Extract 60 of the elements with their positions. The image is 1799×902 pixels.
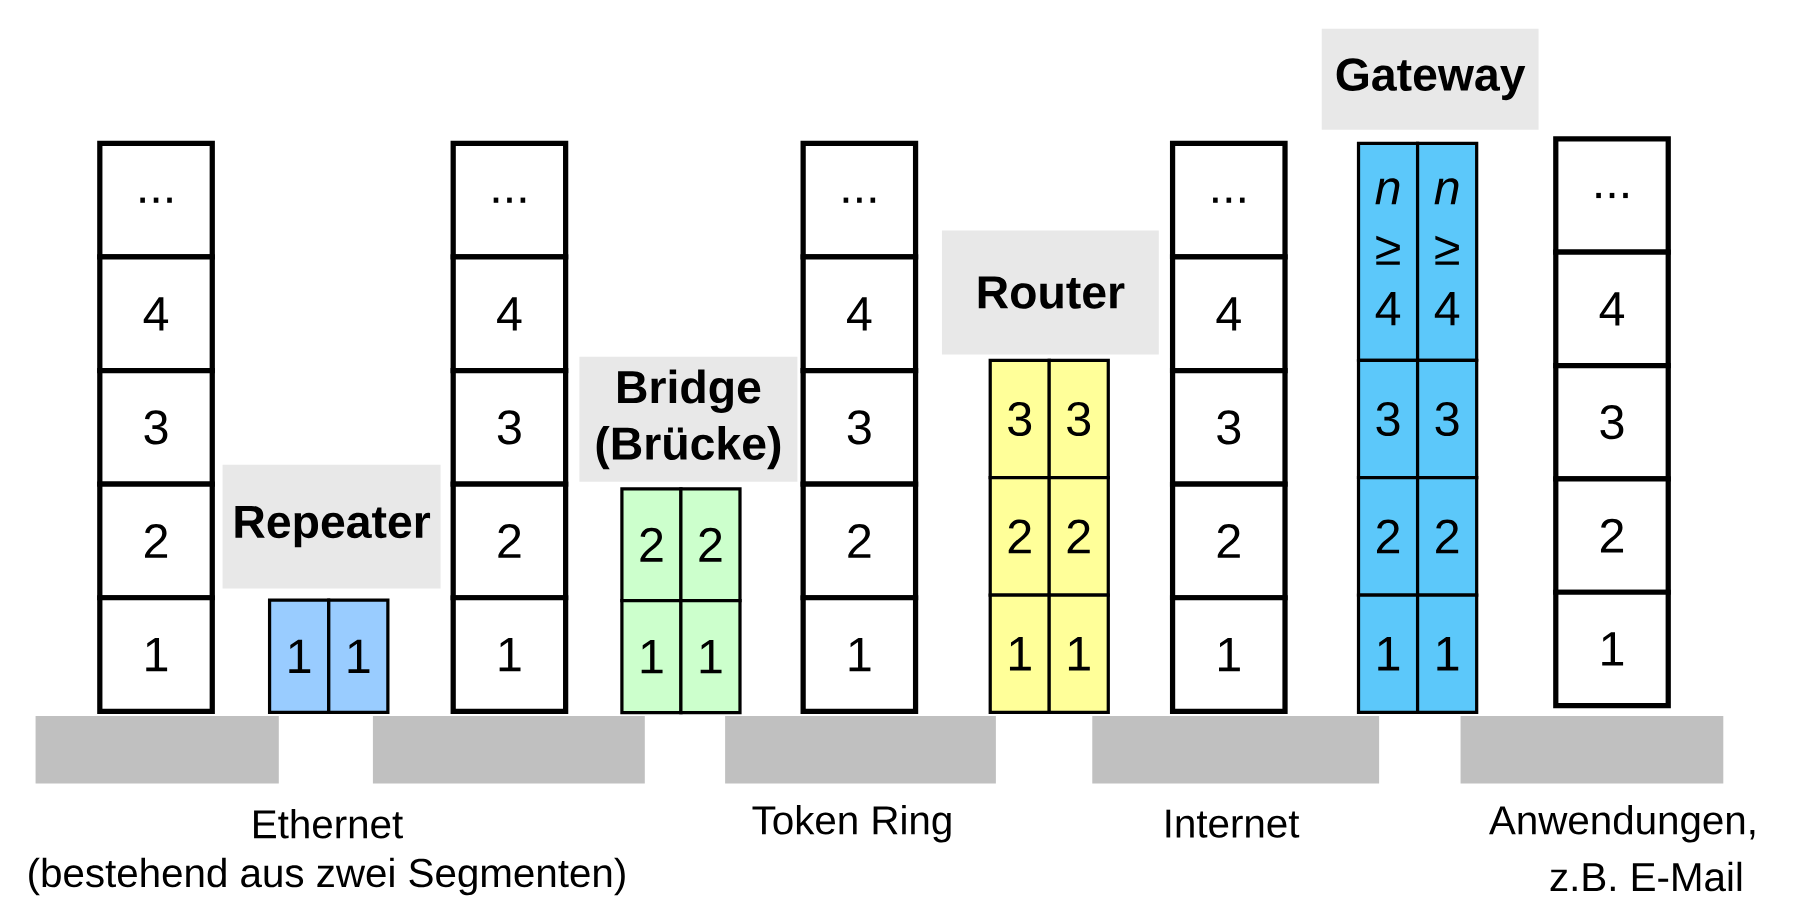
layer-box: 2 <box>1169 481 1288 601</box>
layer-box: 2 <box>988 476 1051 597</box>
layer-box: 3 <box>1356 358 1420 480</box>
layer-box: 3 <box>1415 358 1479 480</box>
network-bar <box>372 716 645 784</box>
network-bar <box>725 716 996 784</box>
layer-box: 1 <box>1047 593 1110 715</box>
layer-box: 1 <box>1415 593 1479 715</box>
network-bar <box>1460 716 1724 784</box>
layer-box: 2 <box>1553 476 1671 595</box>
layer-box: 1 <box>1356 593 1420 715</box>
layer-box: 3 <box>1169 368 1288 487</box>
layer-box: 2 <box>620 487 683 603</box>
layer-box: 2 <box>97 481 215 601</box>
layer-box: 2 <box>800 481 919 601</box>
layer-box: 4 <box>800 254 919 374</box>
layer-box: 3 <box>988 358 1051 480</box>
layer-box: 1 <box>1553 589 1671 709</box>
layer-box: ... <box>800 140 919 260</box>
layer-box: ... <box>450 140 569 260</box>
layer-box: n ≥ 4 <box>1356 141 1420 362</box>
layer-box: n ≥ 4 <box>1415 141 1479 362</box>
layer-box: 1 <box>620 599 683 715</box>
layer-box: 1 <box>988 593 1051 715</box>
network-label: z.B. E-Mail <box>1550 861 1742 892</box>
network-label: Anwendungen, <box>1489 805 1755 843</box>
network-label: Ethernet <box>254 809 403 839</box>
layer-box: 1 <box>327 598 390 715</box>
layer-box: 3 <box>97 368 215 487</box>
layer-box: ... <box>97 140 215 260</box>
network-bar <box>35 716 279 784</box>
layer-box: 4 <box>450 254 569 374</box>
layer-box: 2 <box>1415 476 1479 597</box>
layer-box: 1 <box>1169 595 1288 715</box>
layer-box: 4 <box>1169 254 1288 374</box>
layer-box: 2 <box>679 487 742 603</box>
layer-box: 1 <box>267 598 331 715</box>
layer-box: ... <box>1169 140 1288 260</box>
network-bar <box>1092 716 1380 784</box>
layer-box: 4 <box>1553 249 1671 369</box>
device-label: Repeater <box>222 464 441 589</box>
layer-box: 3 <box>1553 363 1671 482</box>
layer-box: 1 <box>450 595 569 715</box>
layer-box: 3 <box>450 368 569 487</box>
layer-box: 2 <box>450 481 569 601</box>
layer-box: ... <box>1553 136 1671 255</box>
layer-box: 1 <box>679 599 742 715</box>
layer-box: 2 <box>1047 476 1110 597</box>
network-label: Internet <box>1166 809 1300 838</box>
network-label: (bestehend aus zwei Segmenten) <box>29 857 625 896</box>
layer-box: 2 <box>1356 476 1420 597</box>
device-label: Gateway <box>1321 28 1539 130</box>
network-label: Token Ring <box>752 805 951 843</box>
layer-box: 1 <box>800 595 919 715</box>
layer-box: 3 <box>800 368 919 487</box>
device-label: Router <box>941 230 1159 355</box>
layer-box: 3 <box>1047 358 1110 480</box>
device-label: Bridge (Brücke) <box>579 356 798 482</box>
layer-box: 1 <box>97 595 215 715</box>
layer-box: 4 <box>97 254 215 374</box>
